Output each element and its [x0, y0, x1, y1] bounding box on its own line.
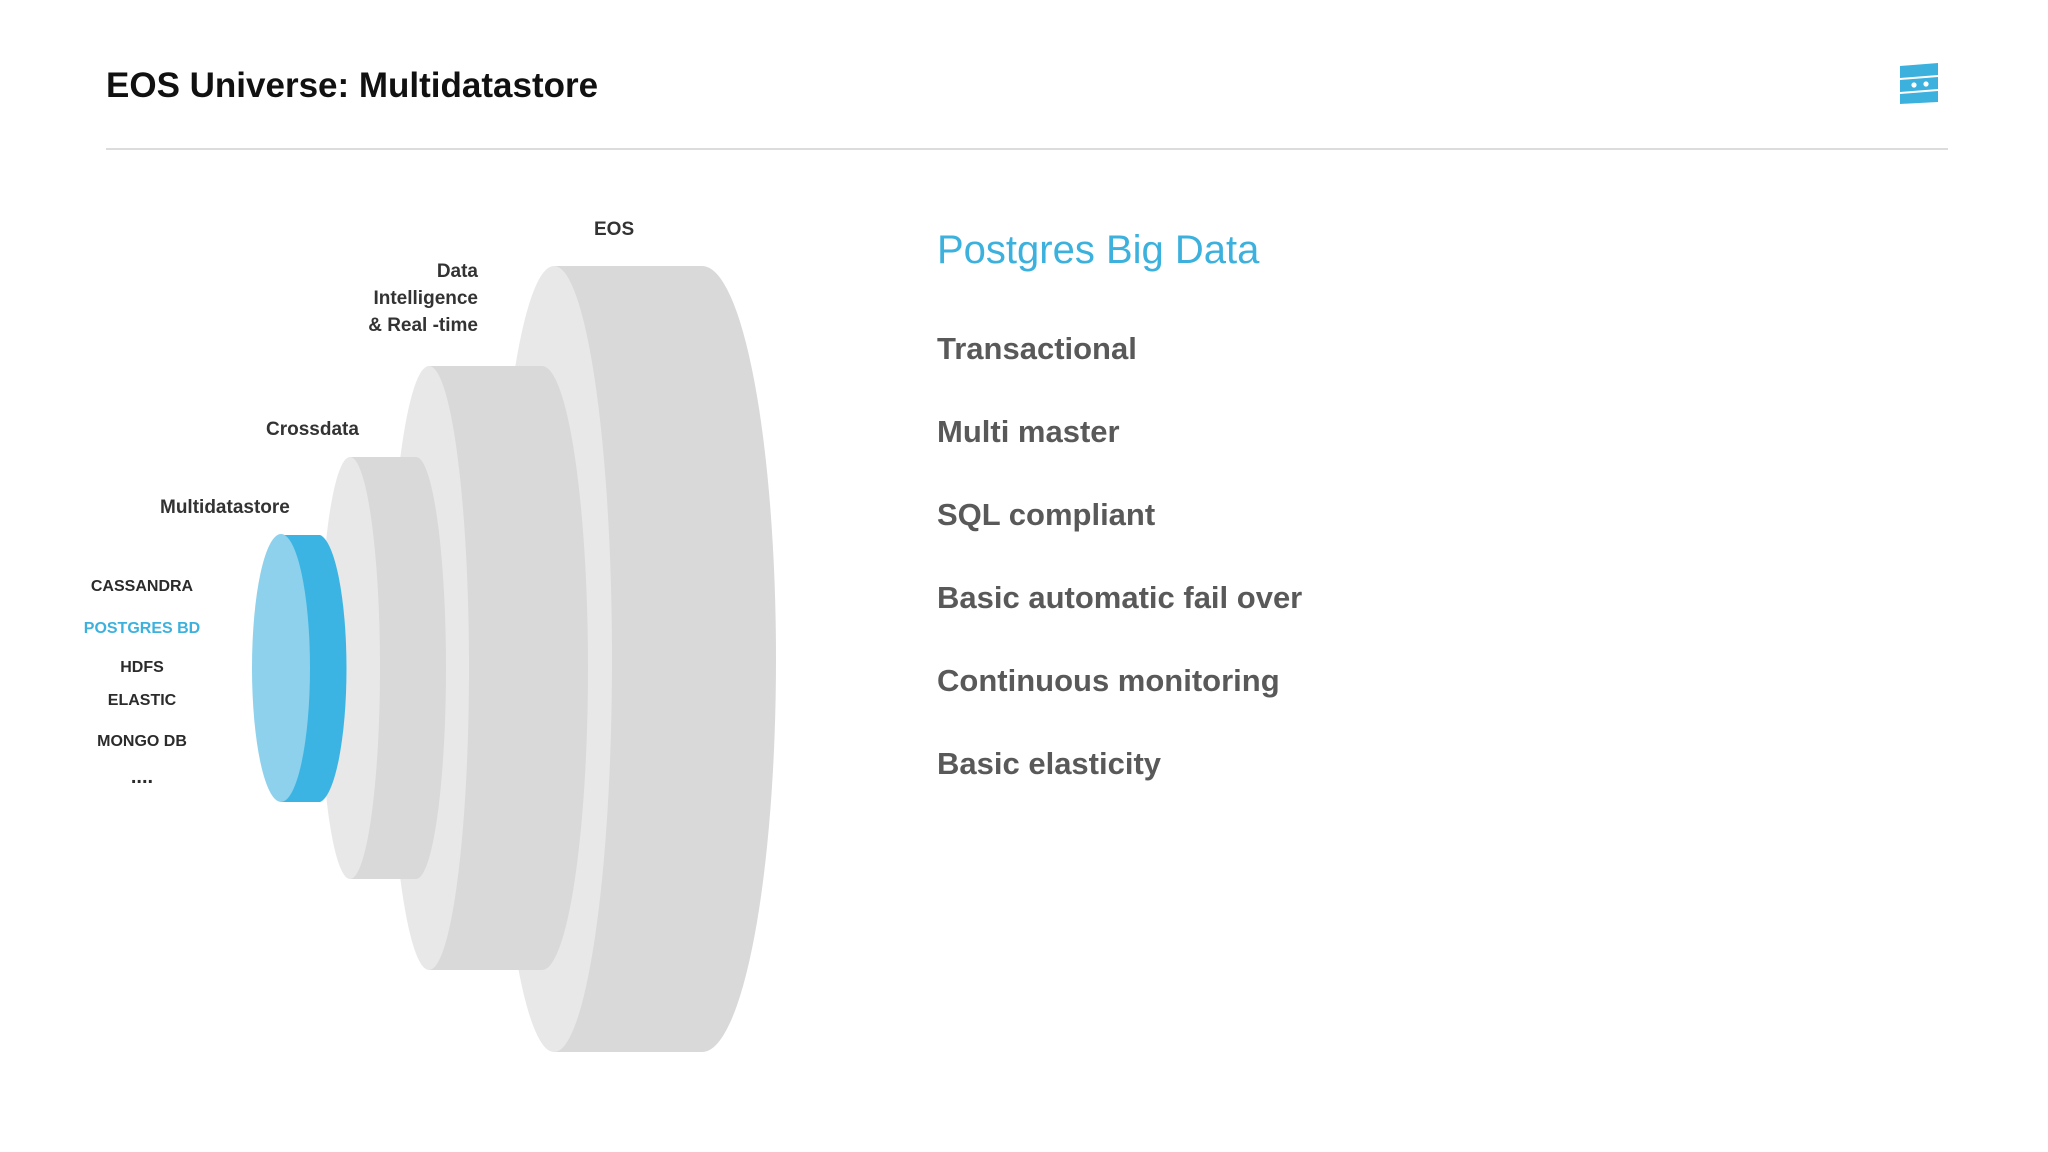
- layered-cylinder-diagram: [252, 266, 776, 1052]
- layer-multidatastore: [252, 534, 347, 802]
- datastore-item-ellipsis: ....: [130, 766, 154, 788]
- layer-label-line: Data: [436, 261, 478, 282]
- datastore-item: HDFS: [120, 659, 164, 676]
- feature-item: Transactional: [937, 331, 1137, 366]
- layer-label-data-intelligence: Data Intelligence & Real -time: [300, 258, 478, 339]
- layer-label-line: Intelligence: [373, 288, 478, 309]
- title-divider: [106, 148, 1948, 150]
- feature-item: SQL compliant: [937, 497, 1156, 532]
- slide-title: EOS Universe: Multidatastore: [106, 66, 599, 105]
- datastore-item: MONGO DB: [97, 733, 187, 750]
- datastore-item: ELASTIC: [107, 692, 177, 709]
- feature-item: Multi master: [937, 414, 1120, 449]
- stratio-logo-icon: [1900, 63, 1938, 104]
- datastore-item: CASSANDRA: [90, 578, 194, 595]
- datastore-item-highlighted: POSTGRES BD: [83, 620, 201, 637]
- layer-label-multidatastore: Multidatastore: [160, 497, 290, 518]
- layer-label-eos: EOS: [594, 219, 635, 240]
- feature-item: Basic elasticity: [937, 746, 1162, 781]
- layer-label-line: & Real -time: [368, 315, 478, 336]
- feature-item: Continuous monitoring: [937, 663, 1280, 698]
- feature-item: Basic automatic fail over: [937, 580, 1303, 615]
- panel-heading: Postgres Big Data: [937, 228, 1260, 272]
- layer-label-crossdata: Crossdata: [266, 419, 359, 440]
